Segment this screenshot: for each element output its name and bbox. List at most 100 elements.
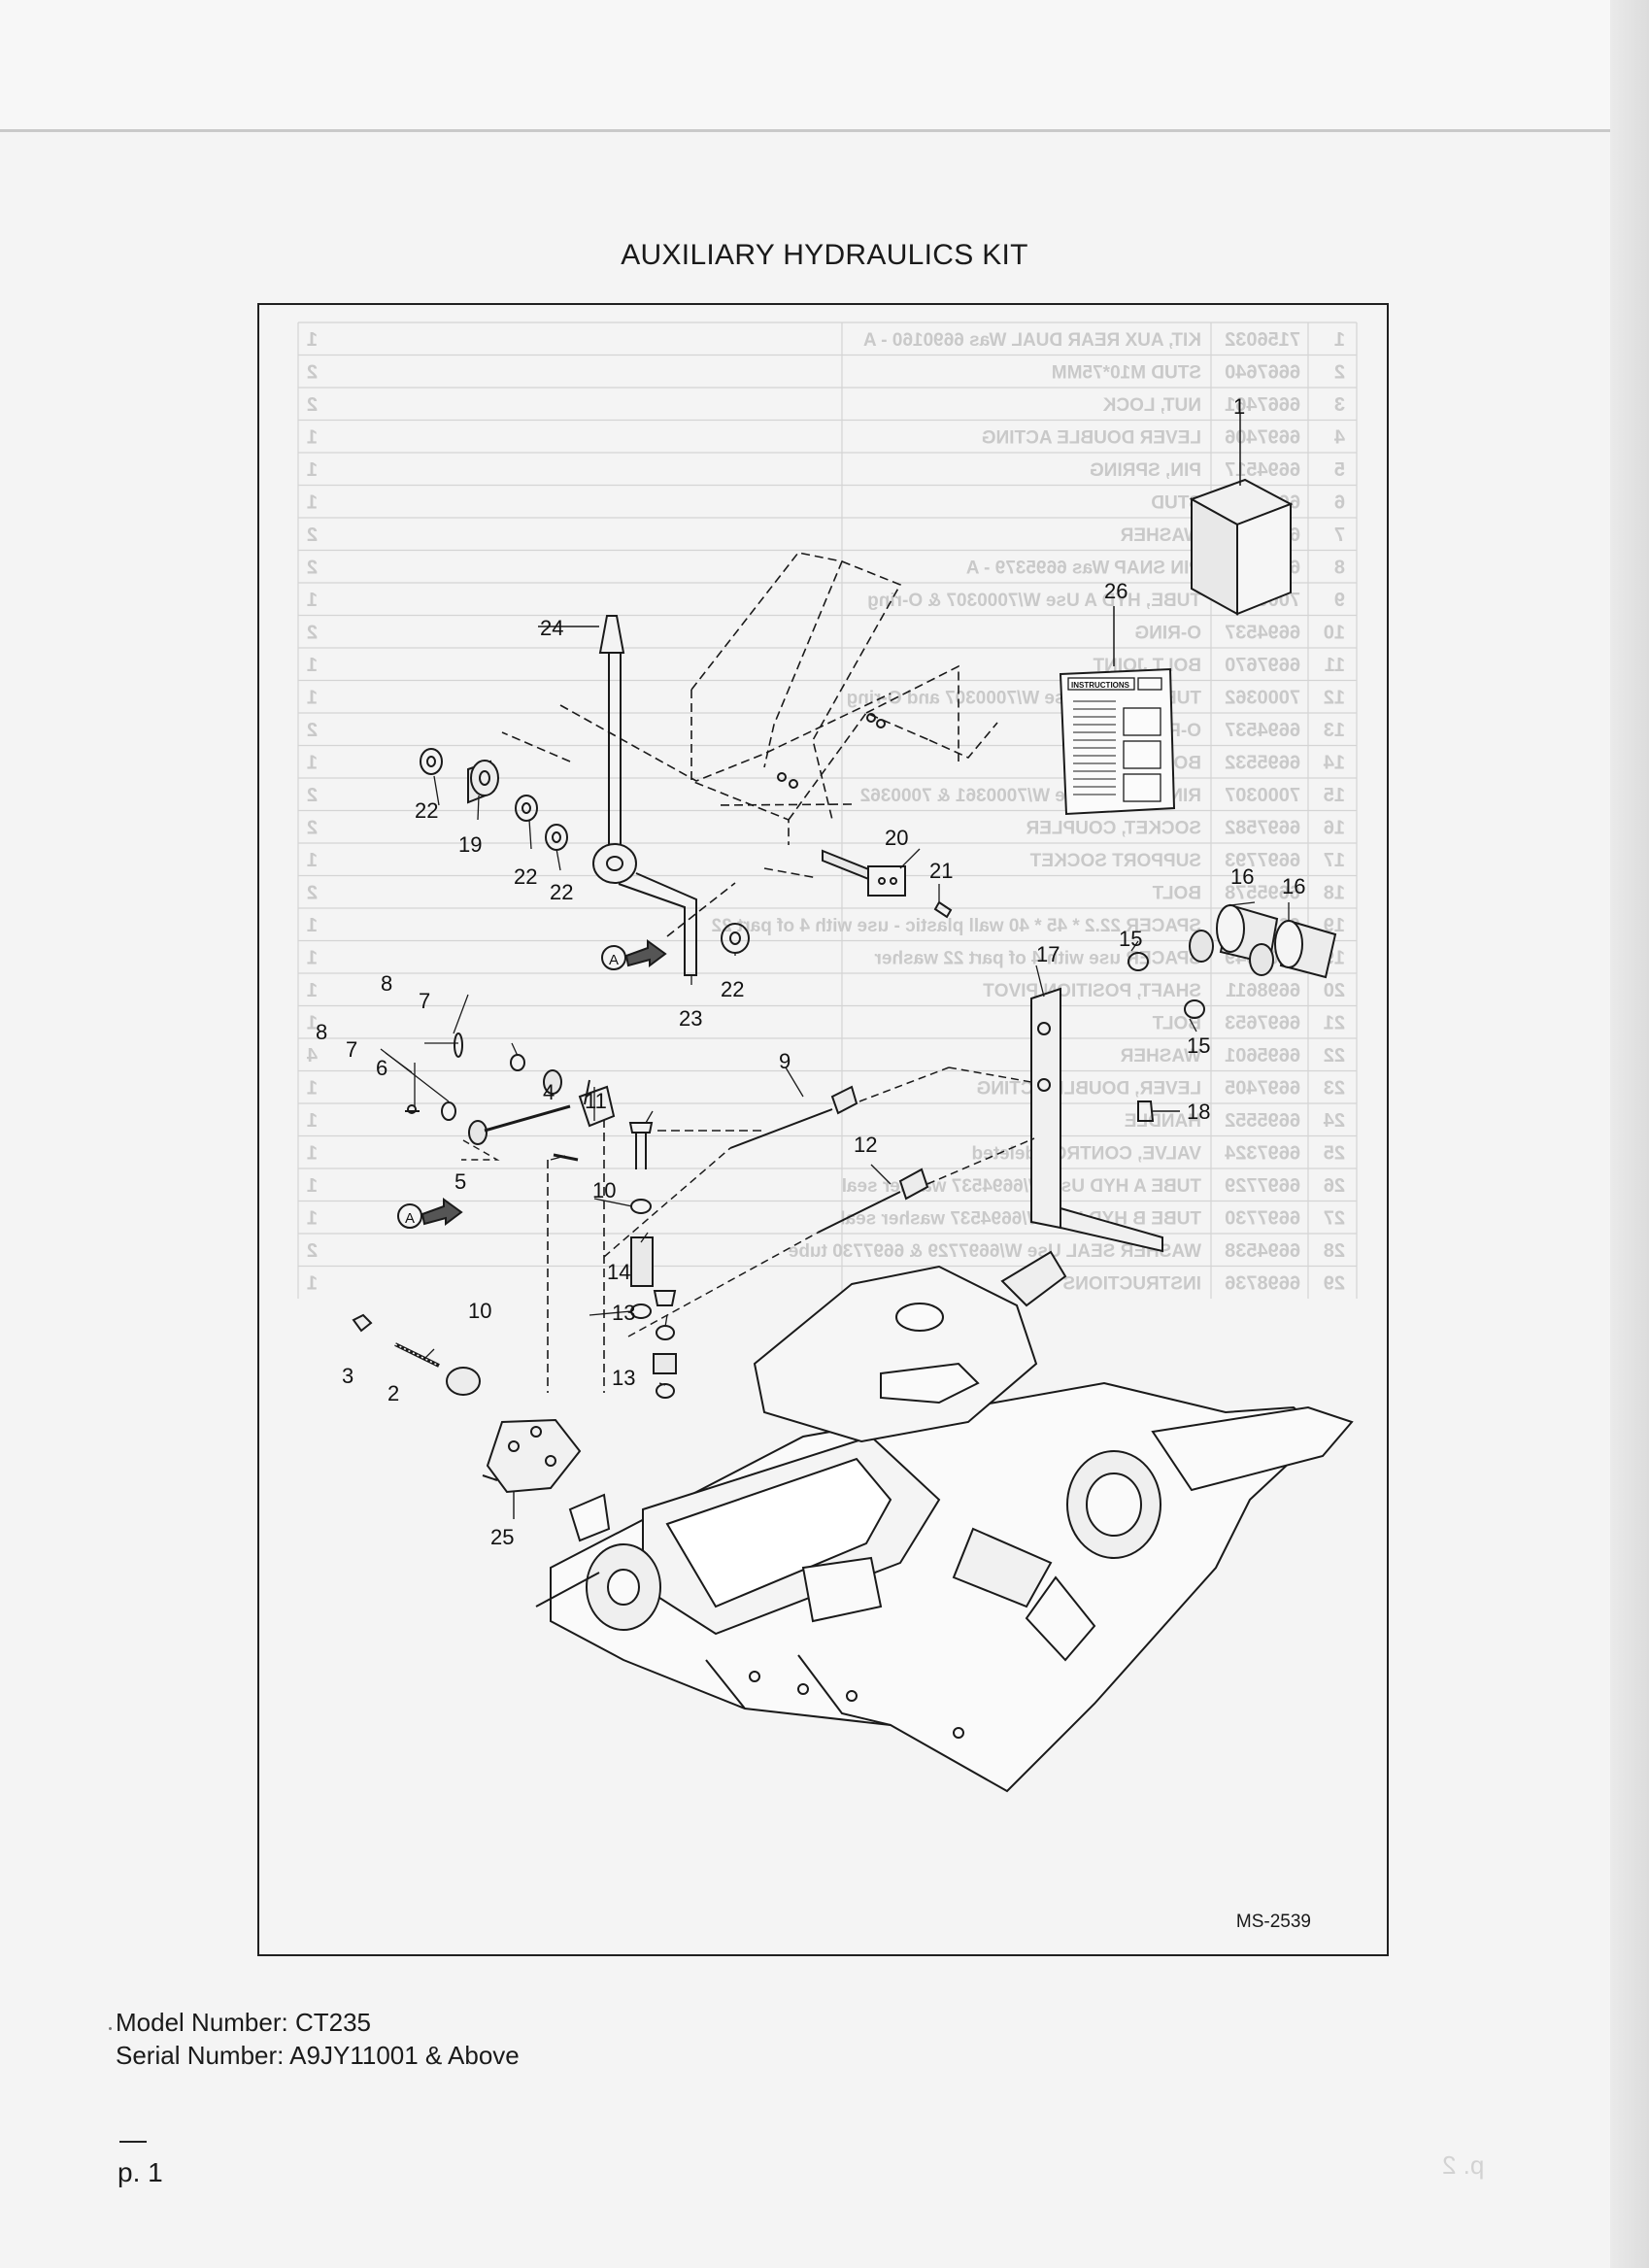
callout-14: 14 (607, 1260, 630, 1284)
callout-26: 26 (1104, 579, 1127, 603)
callout-15a: 15 (1119, 927, 1142, 951)
model-number: Model Number: CT235 (116, 2008, 371, 2037)
callout-10b: 10 (468, 1299, 491, 1323)
bleed-table-cell: 2 (307, 394, 318, 416)
sheet-edge (0, 129, 1649, 132)
callout-20: 20 (885, 826, 908, 850)
bleed-table-cell: 1 (307, 590, 318, 611)
bleed-table-cell: 13 (1324, 720, 1345, 741)
callout-24: 24 (540, 616, 563, 640)
bleed-table-cell: 26 (1324, 1175, 1345, 1197)
bleed-table-cell: 2 (307, 362, 318, 384)
bleed-table-cell: BOLT (1152, 1014, 1201, 1034)
instructions-sheet (1059, 606, 1176, 816)
bleed-table-cell: VALVE, CONTROL deleted (972, 1144, 1201, 1165)
bleed-table-cell: O-RING (1134, 624, 1201, 644)
callout-2: 2 (387, 1381, 399, 1405)
marker-a-1: A (609, 952, 619, 968)
bleed-table-cell: 1 (307, 492, 318, 514)
bleed-table-cell: 2 (307, 720, 318, 741)
callout-15b: 15 (1187, 1033, 1210, 1058)
bleed-table-cell: 6697729 (1225, 1175, 1300, 1197)
washer-22 (420, 748, 443, 775)
page-number-rule (119, 2141, 147, 2143)
bleed-table-cell: SUPPORT SOCKET (1029, 851, 1201, 871)
marker-a-2: A (405, 1210, 415, 1227)
bleed-table-cell: 28 (1324, 1240, 1345, 1262)
bleed-table-cell: 2 (307, 623, 318, 644)
bleed-table-cell: 6697670 (1225, 655, 1300, 676)
bleed-table-cell: KIT, AUX REAR DUAL Was 6690160 - A (863, 330, 1201, 351)
bleed-table-cell: WASHER (1120, 525, 1201, 546)
bleed-table-cell: 7156032 (1225, 329, 1300, 351)
bleed-table-cell: 7000362 (1225, 688, 1300, 709)
bleed-table-cell: 1 (307, 1143, 318, 1165)
bleed-table-cell: 21 (1324, 1013, 1345, 1034)
bleed-table-cell: 22 (1324, 1045, 1345, 1066)
bleed-table-cell: 6695532 (1225, 753, 1300, 774)
bleed-table-cell: 6694537 (1225, 720, 1300, 741)
bleed-table-cell: 6695601 (1225, 1045, 1300, 1066)
coupler-socket-16 (1189, 903, 1337, 979)
bleed-table-cell: NUT, LOCK (1102, 395, 1201, 416)
callout-5: 5 (454, 1169, 466, 1194)
bleed-table-cell: WASHER SEAL Use W/6697729 & 6697730 tube (789, 1241, 1201, 1262)
speck (109, 2027, 112, 2030)
bolt-18 (1137, 1100, 1155, 1122)
bleed-table-cell: 6697405 (1225, 1078, 1300, 1100)
serial-number: Serial Number: A9JY11001 & Above (116, 2041, 520, 2070)
bleed-table-cell: 2 (1334, 362, 1345, 384)
bleed-table-cell: 8 (1334, 558, 1345, 579)
bleed-table-cell: TUBE A HYD Use W/6694537 washer seal (842, 1176, 1201, 1197)
bleed-table-cell: 19 (1324, 915, 1345, 936)
callout-13a: 13 (612, 1301, 635, 1325)
callout-6: 6 (376, 1056, 387, 1080)
bleed-table-cell: 25 (1324, 1143, 1345, 1165)
bleed-table-cell: PIN, SPRING (1090, 460, 1201, 481)
callout-12: 12 (854, 1133, 877, 1157)
callout-4: 4 (543, 1080, 555, 1104)
diagram-frame: 1 7156032 KIT, AUX REAR DUAL Was 6690160 -… (257, 303, 1389, 1956)
bleed-table-cell: 6697324 (1224, 1143, 1300, 1165)
bleed-table-cell: 6695552 (1225, 1110, 1300, 1132)
bleed-table-cell: SPACER use with 4 of part 22 washer (874, 949, 1201, 969)
callout-19: 19 (458, 832, 482, 857)
bleed-table-cell: 24 (1323, 1110, 1345, 1132)
detail-marker-arrows (397, 939, 667, 1229)
bleed-table-cell: SPACER 22.2 * 45 * 40 wall plastic - use… (712, 916, 1201, 936)
rear-axle-housing (535, 1250, 1354, 1793)
bleed-table-cell: 3 (1334, 394, 1345, 416)
support-socket-17 (1030, 987, 1163, 1253)
bleed-table-cell: 6697582 (1225, 818, 1300, 839)
bleed-table-cell: 1 (307, 1110, 318, 1132)
bleed-table-cell: 4 (1333, 427, 1345, 449)
sheet-right-edge (1610, 0, 1649, 2268)
hyd-tube-12 (817, 1137, 1035, 1234)
bleed-page-number: p. 2 (1442, 2150, 1485, 2180)
bleed-table-cell: STUD M10*75MM (1052, 363, 1201, 384)
bleed-table-cell: 1 (1334, 329, 1345, 351)
bleed-table-cell: 1 (307, 915, 318, 936)
callout-3: 3 (342, 1364, 353, 1388)
bleed-table-cell: TUBE, HYD A Use W/7000307 & O-ring (867, 591, 1201, 611)
bleed-table-cell: 29 (1324, 1273, 1345, 1295)
bleed-table-cell: STUD (1151, 493, 1201, 514)
control-lever (538, 615, 697, 976)
bleed-table-cell: BOLT (1152, 884, 1201, 904)
callout-9: 9 (779, 1049, 791, 1073)
callout-23: 23 (679, 1006, 702, 1031)
bleed-table-cell: 5 (1334, 459, 1345, 481)
bleed-table-cell: 1 (307, 980, 318, 1001)
drawing-code: MS-2539 (1235, 1912, 1311, 1932)
lock-nut-3 (352, 1313, 373, 1333)
bleed-table-cell: 2 (307, 1240, 318, 1262)
bleed-table-cell: 1 (307, 1208, 318, 1230)
control-valve-25 (482, 1418, 582, 1519)
callout-1: 1 (1233, 394, 1245, 419)
callout-8a: 8 (381, 971, 392, 996)
underlying-sheet (0, 0, 1649, 131)
bleed-table-cell: 6698611 (1226, 980, 1300, 1001)
bleed-table-cell: SOCKET, COUPLER (1026, 819, 1201, 839)
bolt-joint-stack (628, 1122, 677, 1399)
bleed-table-cell: 1 (307, 753, 318, 774)
